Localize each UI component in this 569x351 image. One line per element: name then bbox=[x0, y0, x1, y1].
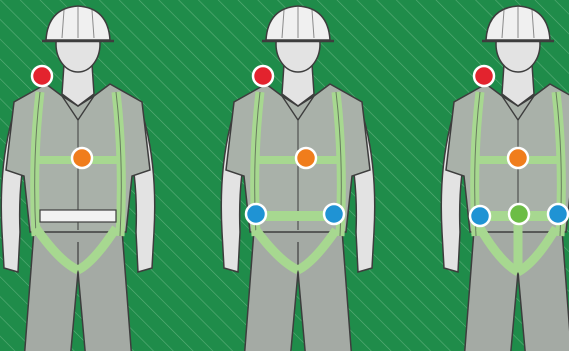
waist-belt bbox=[40, 210, 116, 222]
marker-red bbox=[32, 66, 52, 86]
marker-red bbox=[474, 66, 494, 86]
marker-blue bbox=[324, 204, 344, 224]
marker-green bbox=[509, 204, 529, 224]
marker-blue bbox=[246, 204, 266, 224]
marker-orange bbox=[508, 148, 528, 168]
marker-red bbox=[253, 66, 273, 86]
marker-blue bbox=[548, 204, 568, 224]
marker-orange bbox=[296, 148, 316, 168]
marker-blue bbox=[470, 206, 490, 226]
marker-orange bbox=[72, 148, 92, 168]
